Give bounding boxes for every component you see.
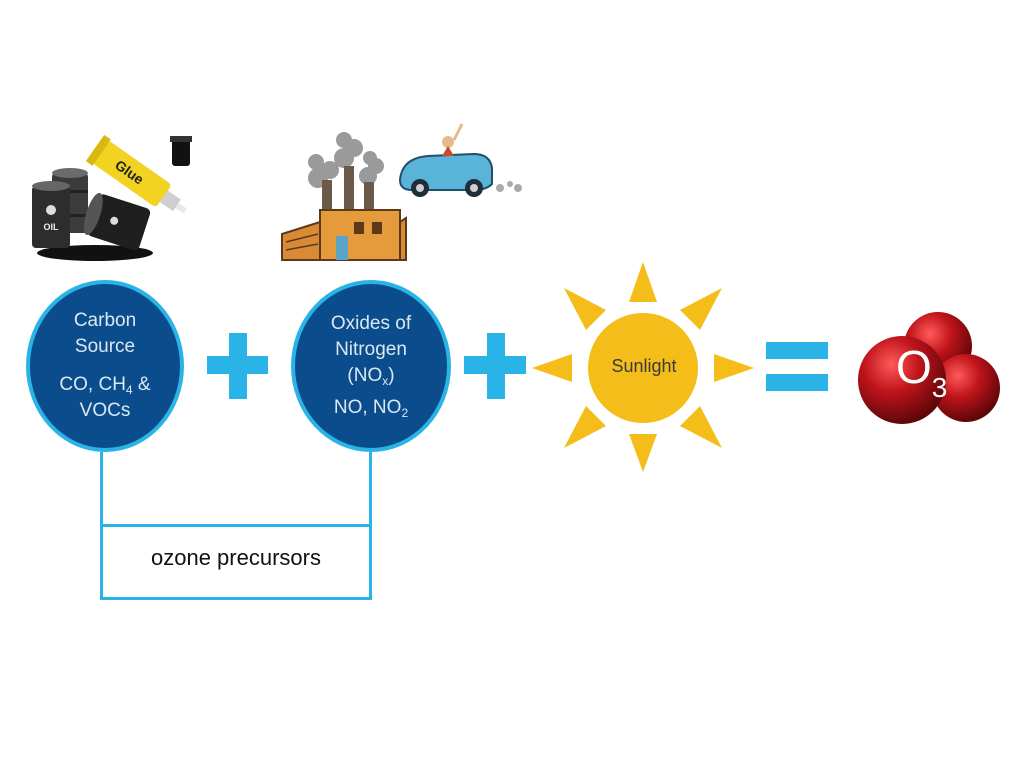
ozone-symbol: O3 [896, 341, 948, 403]
car-icon [398, 123, 522, 197]
factory-and-car-illustration [281, 123, 522, 261]
sun-icon [532, 262, 754, 472]
oil-label: OIL [44, 222, 60, 232]
oil-and-glue-illustration: OIL Glue [32, 134, 192, 261]
carbon-title-line2: Source [74, 336, 136, 357]
oil-barrel-icon: OIL [32, 181, 70, 248]
nitrogen-title-line1: Oxides of [330, 313, 412, 334]
carbon-examples-line2: VOCs [79, 400, 131, 421]
glue-cap-icon [170, 136, 192, 166]
factory-icon [281, 166, 407, 261]
carbon-examples-line1: CO, CH4 & [59, 374, 151, 397]
sunlight-label: Sunlight [611, 356, 677, 376]
ozone-molecule-icon [858, 312, 1000, 424]
oil-barrel-tipped-icon [83, 192, 151, 251]
carbon-title-line1: Carbon [73, 310, 137, 331]
glue-tube-icon: Glue [85, 134, 187, 214]
oxides-of-nitrogen-circle: Oxides of Nitrogen (NOx) NO, NO2 [291, 280, 451, 452]
carbon-source-circle: Carbon Source CO, CH4 & VOCs [26, 280, 184, 452]
nitrogen-title-line2: Nitrogen [335, 339, 407, 360]
nitrogen-nox: (NOx) [347, 365, 395, 388]
smoke-icon [308, 132, 384, 188]
ozone-precursors-label: ozone precursors [151, 545, 321, 570]
nitrogen-examples: NO, NO2 [333, 397, 409, 420]
